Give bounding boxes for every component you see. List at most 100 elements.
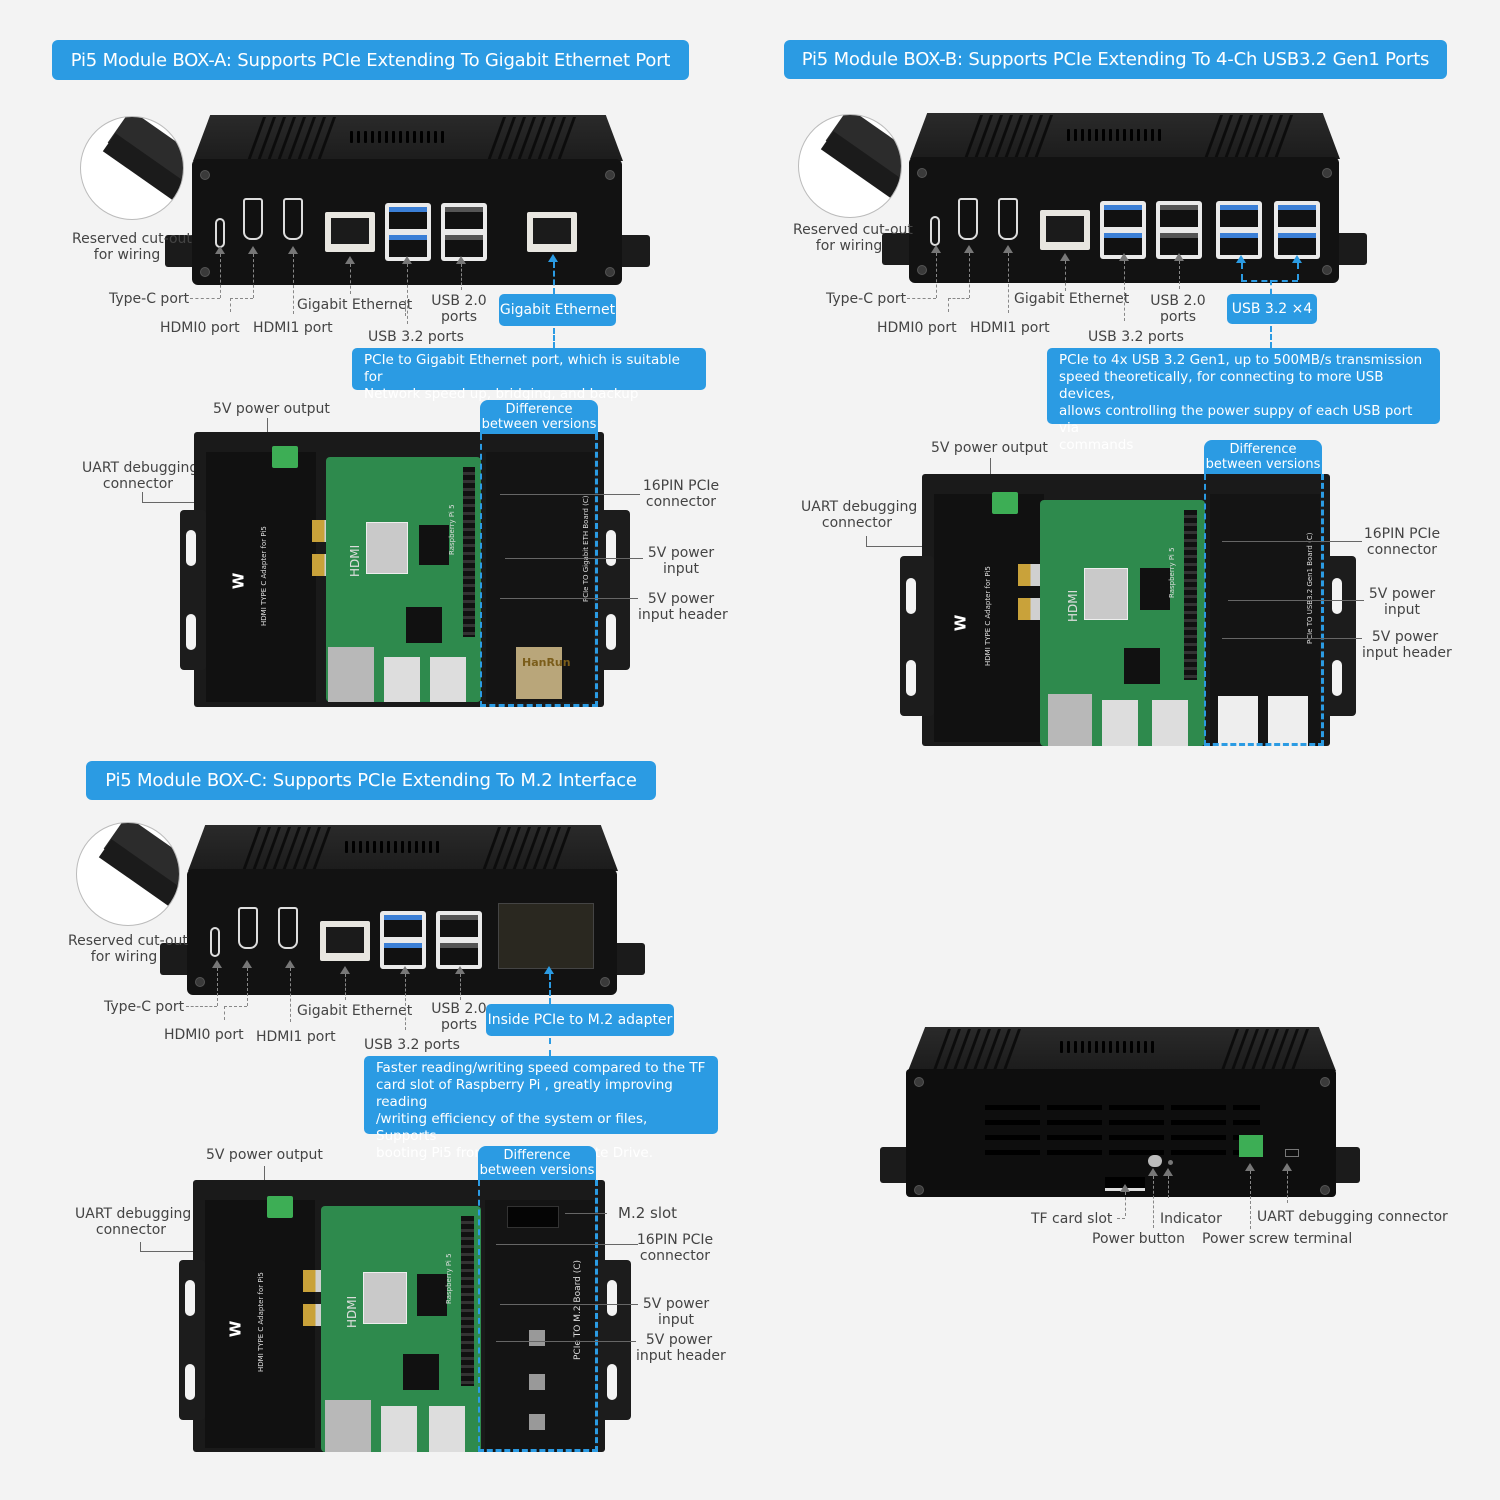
pcie-connector-label: 16PIN PCIe connector <box>1363 526 1441 558</box>
pi-usb <box>381 1406 417 1452</box>
m2-adapter-tag: Inside PCIe to M.2 adapter <box>486 1004 674 1036</box>
leader-line <box>565 1213 607 1214</box>
pi-ethernet <box>328 647 374 702</box>
screw-icon <box>200 267 210 277</box>
screw-icon <box>1322 168 1332 178</box>
type-c-label: Type-C port <box>826 291 907 307</box>
arrow-icon <box>242 960 252 968</box>
soc-shield <box>363 1272 407 1324</box>
hdmi0-port <box>958 198 978 240</box>
hdmi-pcb-text: HDMI <box>1066 589 1080 622</box>
indicator-label: Indicator <box>1160 1211 1222 1227</box>
leader-line <box>293 254 294 314</box>
power-input-label: 5V power input <box>1368 586 1436 618</box>
usb20-ports <box>436 911 482 969</box>
arrow-icon <box>345 256 355 264</box>
arrow-icon <box>931 245 941 253</box>
reserved-cutout-inset <box>798 114 902 218</box>
vent-grille <box>350 131 444 143</box>
leader-line <box>1125 1192 1126 1216</box>
arrow-icon <box>548 254 558 262</box>
usb20-label: USB 2.0 ports <box>431 293 487 325</box>
leader-line <box>405 300 406 316</box>
pcie-m2-board: PCIe TO M.2 Board (C) <box>485 1200 595 1452</box>
arrow-icon <box>1060 253 1070 261</box>
vent-ribs-left <box>931 1029 1022 1073</box>
leader-line <box>1270 326 1272 348</box>
rp1-chip <box>406 607 442 643</box>
screw-icon <box>200 170 210 180</box>
hdmi1-port <box>283 198 303 240</box>
arrow-icon <box>456 256 466 264</box>
pi-pcb-text: Raspberry Pi 5 <box>445 1253 453 1304</box>
standoff-hole <box>529 1374 545 1390</box>
waveshare-logo: W <box>951 614 970 632</box>
screw-icon <box>917 168 927 178</box>
leader-line <box>1008 253 1009 313</box>
pi-usb <box>1102 700 1138 746</box>
arrow-icon <box>288 246 298 254</box>
leader-line <box>500 1304 638 1305</box>
mount-tab <box>592 510 630 670</box>
arrow-icon <box>1236 255 1246 263</box>
pcie-usb-port <box>1218 696 1258 746</box>
vent-ribs-left <box>246 117 337 161</box>
gpio-header <box>463 467 475 637</box>
leader-line <box>407 264 408 324</box>
leader-line <box>1179 261 1180 289</box>
leader-line <box>907 298 936 299</box>
leader-line <box>1065 261 1066 291</box>
vent-grille <box>1067 129 1161 141</box>
leader-line <box>1241 263 1243 280</box>
leader-line <box>142 502 228 503</box>
power-output-label: 5V power output <box>213 401 330 417</box>
difference-region <box>1204 474 1324 746</box>
arrow-icon <box>400 966 410 974</box>
usb20-label: USB 2.0 ports <box>431 1001 487 1033</box>
uart-back-label: UART debugging connector <box>1257 1209 1448 1225</box>
adapter-pcb-text: HDMI TYPE C Adapter for Pi5 <box>257 1272 265 1372</box>
soc-shield <box>1084 568 1128 620</box>
vent-slots <box>985 1105 1260 1155</box>
hdmi-pcb-text: HDMI <box>348 544 362 577</box>
reserved-cutout-inset <box>76 822 180 926</box>
raspberry-pi-board: Raspberry Pi 5 HDMI <box>326 457 481 702</box>
raspberry-pi-board: Raspberry Pi 5 HDMI <box>321 1206 481 1452</box>
box-c-inside-view: W HDMI TYPE C Adapter for Pi5 Raspberry … <box>179 1180 631 1452</box>
difference-region <box>478 1180 598 1452</box>
box-c-title-banner: Pi5 Module BOX-C: Supports PCIe Extendin… <box>86 761 656 800</box>
screw-icon <box>917 265 927 275</box>
power-header-label: 5V power input header <box>638 591 728 623</box>
screw-icon <box>1322 265 1332 275</box>
standoff-hole <box>529 1330 545 1346</box>
arrow-icon <box>455 966 465 974</box>
waveshare-logo: W <box>226 1320 245 1338</box>
leader-line <box>461 264 462 290</box>
reserved-cutout-label: Reserved cut-out for wiring <box>68 933 188 965</box>
mount-tab <box>179 1260 205 1420</box>
pcie-connector-label: 16PIN PCIe connector <box>642 478 720 510</box>
hdmi0-port <box>243 198 263 240</box>
ram-chip <box>419 525 449 565</box>
leader-line <box>345 974 346 1000</box>
pcie-usb32-ports-1 <box>1216 201 1262 259</box>
leader-line <box>405 974 406 1030</box>
screw-terminal <box>267 1196 293 1218</box>
arrow-icon <box>402 256 412 264</box>
mount-tab <box>180 510 206 670</box>
hdmi0-label: HDMI0 port <box>160 320 240 336</box>
difference-tag: Difference between versions <box>478 1146 596 1180</box>
pi-pcb-text: Raspberry Pi 5 <box>1168 547 1176 598</box>
rp1-chip <box>403 1354 439 1390</box>
pi-ethernet <box>1048 694 1092 746</box>
m2-adapter-window <box>498 903 594 969</box>
vent-ribs-left <box>963 115 1054 159</box>
power-screw-terminal <box>1239 1135 1263 1157</box>
leader-line <box>549 1038 551 1056</box>
ram-chip <box>1140 568 1170 610</box>
leader-line <box>549 974 551 1004</box>
hdmi0-port <box>238 907 258 949</box>
mount-tab <box>1318 556 1356 716</box>
type-c-port <box>215 218 225 248</box>
leader-line <box>290 968 291 1022</box>
